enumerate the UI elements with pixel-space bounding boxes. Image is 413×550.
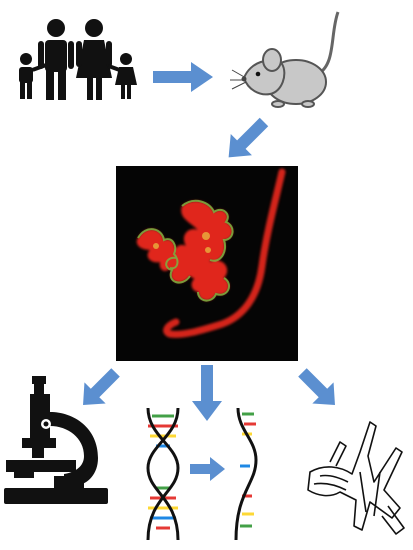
mouse-icon: [230, 11, 340, 108]
microscope-icon: [4, 376, 108, 504]
family-icon: [19, 19, 137, 100]
arrow-down-right-icon: [298, 368, 335, 405]
arrow-right-icon: [153, 62, 213, 92]
arrow-down-left-icon: [228, 117, 269, 158]
arrow-right-icon: [190, 457, 225, 481]
arrow-down-left-icon: [83, 368, 120, 405]
anatomical-sketch-icon: [307, 421, 405, 535]
dna-icon: [234, 407, 258, 541]
arrow-down-icon: [192, 365, 222, 421]
fluorescence-micrograph-image: [116, 166, 298, 361]
dna-icon: [146, 407, 180, 541]
